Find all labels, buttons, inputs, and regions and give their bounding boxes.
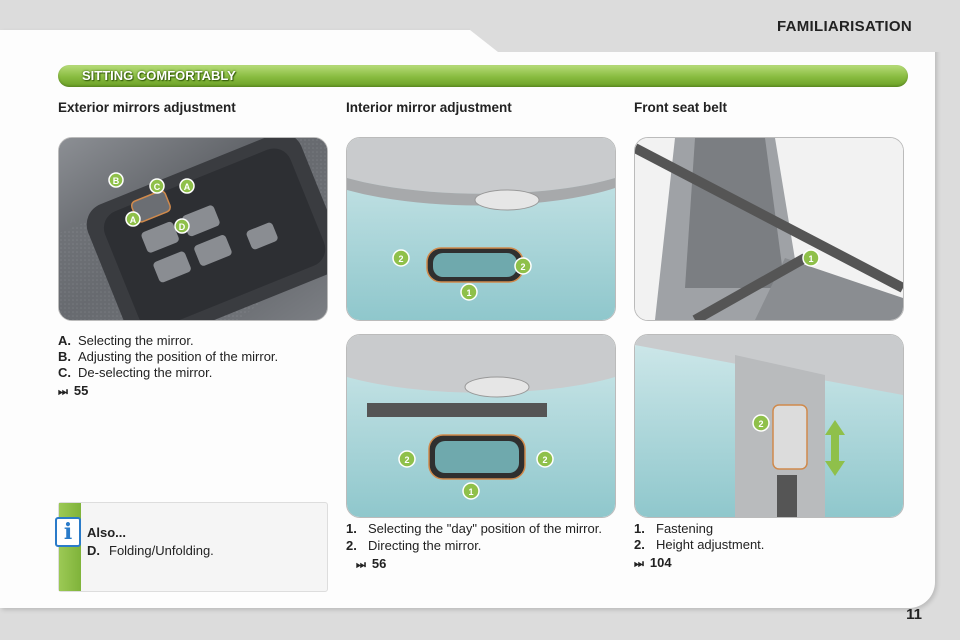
list-item: B. Adjusting the position of the mirror. — [58, 349, 326, 365]
item-key: C. — [58, 365, 71, 380]
interior-mirror-image-bottom: 2 2 1 — [346, 334, 616, 518]
item-key: 1. — [346, 521, 357, 536]
item-text: Selecting the "day" position of the mirr… — [368, 521, 602, 536]
page-number: 11 — [906, 606, 922, 623]
item-text: Height adjustment. — [656, 537, 765, 552]
item-key: 2. — [346, 538, 357, 553]
item-key: B. — [58, 349, 71, 364]
header-title: FAMILIARISATION — [776, 18, 912, 35]
callout-d: D — [179, 222, 186, 232]
item-key: A. — [58, 333, 71, 348]
item-text: Adjusting the position of the mirror. — [78, 349, 279, 364]
callout-2-right-bottom: 2 — [542, 455, 547, 465]
page-reference[interactable]: ⏭ 55 — [58, 383, 326, 400]
pillar-illustration: 2 — [635, 335, 903, 517]
page-reference[interactable]: ⏭ 104 — [634, 555, 902, 572]
item-key: 2. — [634, 537, 645, 552]
exterior-mirror-control-image: B C A A D — [58, 137, 328, 321]
item-key: 1. — [634, 521, 645, 536]
callout-b: B — [113, 176, 120, 186]
item-text: Folding/Unfolding. — [109, 543, 214, 558]
column-title-exterior: Exterior mirrors adjustment — [58, 100, 236, 115]
callout-2-left-bottom: 2 — [404, 455, 409, 465]
item-text: Fastening — [656, 521, 714, 536]
callout-1-bottom: 1 — [468, 487, 473, 497]
forward-arrow-icon: ⏭ — [356, 559, 366, 571]
callout-2-pillar: 2 — [758, 419, 763, 429]
list-item: 1. Selecting the "day" position of the mi… — [346, 521, 614, 537]
item-text: De-selecting the mirror. — [78, 365, 213, 380]
list-item: C. De-selecting the mirror. — [58, 365, 326, 381]
header-tab-area — [470, 0, 960, 52]
item-text: Directing the mirror. — [368, 538, 482, 553]
info-item: D. Folding/Unfolding. — [87, 543, 214, 558]
interior-mirror-illustration-bottom: 2 2 1 — [347, 335, 615, 517]
mirror-switch-panel-illustration: B C A A D — [59, 138, 327, 320]
item-key: D. — [87, 543, 100, 558]
seatbelt-height-image: 2 — [634, 334, 904, 518]
info-title: Also... — [87, 525, 127, 540]
interior-instructions: 1. Selecting the "day" position of the mi… — [346, 521, 614, 573]
page-reference-number: 104 — [649, 555, 672, 570]
exterior-callouts: B C A A D — [108, 172, 195, 234]
section-bar-label: SITTING COMFORTABLY — [82, 68, 236, 83]
seat-illustration: 1 — [635, 138, 903, 320]
tab-slope — [440, 30, 498, 54]
callout-a-top: A — [184, 182, 191, 192]
item-text: Selecting the mirror. — [78, 333, 194, 348]
column-title-interior: Interior mirror adjustment — [346, 100, 512, 115]
callout-2-right: 2 — [520, 262, 525, 272]
list-item: A. Selecting the mirror. — [58, 333, 326, 349]
forward-arrow-icon: ⏭ — [58, 386, 68, 398]
forward-arrow-icon: ⏭ — [634, 558, 644, 570]
callout-1: 1 — [466, 288, 471, 298]
section-bar: SITTING COMFORTABLY — [58, 65, 908, 87]
interior-mirror-image-top: 2 2 1 — [346, 137, 616, 321]
callout-2-left: 2 — [398, 254, 403, 264]
page-reference[interactable]: ⏭ 56 — [346, 556, 614, 573]
callout-1-seat: 1 — [808, 254, 813, 264]
list-item: 1. Fastening — [634, 521, 902, 537]
list-item: 2. Directing the mirror. — [346, 538, 614, 554]
info-box: i Also... D. Folding/Unfolding. — [55, 502, 328, 592]
seatbelt-instructions: 1. Fastening 2. Height adjustment. ⏭ 104 — [634, 521, 902, 572]
callout-c: C — [154, 182, 161, 192]
callout-a-left: A — [130, 215, 137, 225]
interior-mirror-illustration-top: 2 2 1 — [347, 138, 615, 320]
column-title-seatbelt: Front seat belt — [634, 100, 728, 115]
page-reference-number: 55 — [73, 383, 89, 398]
seatbelt-fastening-image: 1 — [634, 137, 904, 321]
list-item: 2. Height adjustment. — [634, 537, 902, 553]
page-reference-number: 56 — [371, 556, 387, 571]
info-icon: i — [55, 517, 81, 547]
exterior-instructions: A. Selecting the mirror. B. Adjusting the … — [58, 333, 326, 400]
